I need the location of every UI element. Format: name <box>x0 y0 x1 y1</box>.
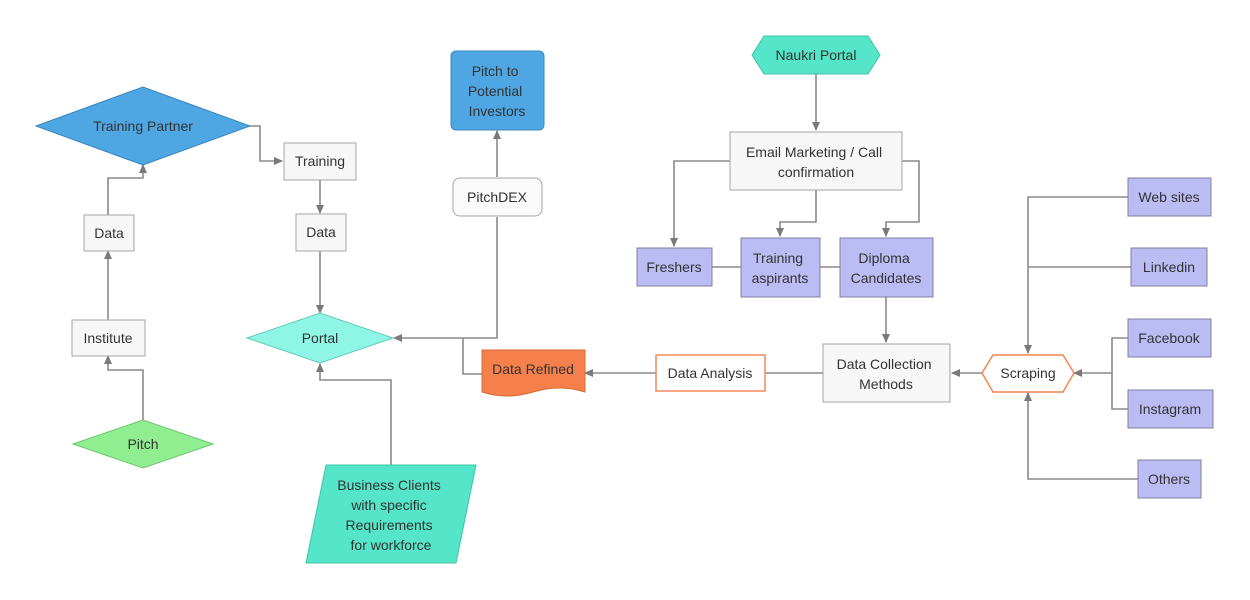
business-clients-line-2: with specific <box>350 497 426 513</box>
pitch-investors-line-2: Potential <box>468 83 522 99</box>
diploma-candidates-line-1: Diploma <box>858 250 910 266</box>
web-sites-label: Web sites <box>1138 189 1199 205</box>
training-label: Training <box>295 153 345 169</box>
data-analysis-label: Data Analysis <box>668 365 753 381</box>
node-diploma-candidates[interactable]: Diploma Candidates <box>839 237 934 298</box>
node-training[interactable]: Training <box>283 142 357 181</box>
node-institute[interactable]: Institute <box>71 319 146 357</box>
data-left-label: Data <box>94 225 124 241</box>
diploma-candidates-line-2: Candidates <box>851 270 922 286</box>
pitch-investors-line-1: Pitch to <box>472 63 519 79</box>
data-collection-line-2: Methods <box>859 376 913 392</box>
pitch-label: Pitch <box>127 436 158 452</box>
training-partner-label: Training Partner <box>93 118 193 134</box>
connector-instagram-to-scraping <box>1111 373 1128 410</box>
business-clients-line-1: Business Clients <box>337 477 441 493</box>
email-marketing-line-2: confirmation <box>778 164 854 180</box>
node-portal[interactable]: Portal <box>245 312 395 364</box>
node-others[interactable]: Others <box>1137 459 1202 499</box>
diploma-candidates-label: Diploma Candidates <box>851 250 922 286</box>
business-clients-line-4: for workforce <box>351 537 432 553</box>
node-instagram[interactable]: Instagram <box>1127 389 1214 429</box>
connector-business-clients-to-portal <box>316 363 392 465</box>
pitch-investors-line-3: Investors <box>469 103 526 119</box>
node-scraping[interactable]: Scraping <box>981 354 1075 393</box>
connector-email-to-freshers <box>670 160 730 247</box>
node-pitch[interactable]: Pitch <box>71 419 215 469</box>
node-pitch-investors[interactable]: Pitch to Potential Investors <box>450 50 545 131</box>
data-collection-line-1: Data Collection <box>837 356 932 372</box>
connector-web-sites-to-scraping <box>1024 196 1128 354</box>
node-web-sites[interactable]: Web sites <box>1127 177 1212 217</box>
business-clients-label: Business Clients with specific Requireme… <box>337 477 444 553</box>
training-aspirants-line-2: aspirants <box>752 270 809 286</box>
training-aspirants-line-1: Training <box>753 250 803 266</box>
instagram-label: Instagram <box>1139 401 1201 417</box>
node-linkedin[interactable]: Linkedin <box>1130 247 1208 287</box>
node-training-aspirants[interactable]: Training aspirants <box>740 237 821 298</box>
connectors <box>104 74 1138 480</box>
email-marketing-label: Email Marketing / Call confirmation <box>746 144 886 180</box>
connector-pitch-to-institute <box>104 355 144 420</box>
freshers-label: Freshers <box>646 259 701 275</box>
node-data-left[interactable]: Data <box>83 214 135 252</box>
node-data-analysis[interactable]: Data Analysis <box>655 354 766 392</box>
institute-label: Institute <box>83 330 132 346</box>
node-facebook[interactable]: Facebook <box>1127 318 1212 358</box>
node-freshers[interactable]: Freshers <box>636 247 713 287</box>
data-collection-label: Data Collection Methods <box>837 356 936 392</box>
connector-data-to-training-partner <box>107 164 147 215</box>
connector-email-to-diploma <box>882 160 920 237</box>
node-data-refined[interactable]: Data Refined <box>481 349 586 397</box>
naukri-portal-label: Naukri Portal <box>776 47 857 63</box>
facebook-label: Facebook <box>1138 330 1200 346</box>
node-pitchdex[interactable]: PitchDEX <box>452 177 543 217</box>
node-email-marketing[interactable]: Email Marketing / Call confirmation <box>729 131 903 191</box>
connector-facebook-to-scraping <box>1073 337 1128 377</box>
pitchdex-label: PitchDEX <box>467 189 528 205</box>
business-clients-line-3: Requirements <box>345 517 432 533</box>
node-training-partner[interactable]: Training Partner <box>34 86 252 166</box>
training-aspirants-label: Training aspirants <box>752 250 809 286</box>
pitch-investors-label: Pitch to Potential Investors <box>468 63 526 119</box>
node-business-clients[interactable]: Business Clients with specific Requireme… <box>305 464 477 564</box>
portal-label: Portal <box>302 330 339 346</box>
connector-training-partner-to-training <box>250 125 283 165</box>
connector-email-to-training-aspirants <box>776 190 817 237</box>
connector-others-to-scraping <box>1024 392 1138 480</box>
connector-data-refined-link <box>462 338 482 375</box>
data-mid-label: Data <box>306 224 336 240</box>
data-refined-label: Data Refined <box>492 361 574 377</box>
node-data-collection[interactable]: Data Collection Methods <box>822 343 951 403</box>
email-marketing-line-1: Email Marketing / Call <box>746 144 882 160</box>
node-data-mid[interactable]: Data <box>295 213 347 252</box>
node-naukri-portal[interactable]: Naukri Portal <box>751 35 881 75</box>
scraping-label: Scraping <box>1000 365 1055 381</box>
linkedin-label: Linkedin <box>1143 259 1195 275</box>
others-label: Others <box>1148 471 1190 487</box>
connector-pitchdex-link-to-portal <box>393 217 498 342</box>
